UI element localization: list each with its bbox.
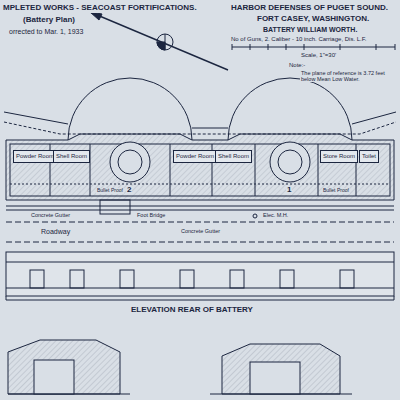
room-box: Store Room <box>320 150 358 163</box>
room-name: Powder Room <box>16 153 54 160</box>
title-line: BATTERY WILLIAM WORTH. <box>262 26 358 34</box>
part-label: Foot Bridge <box>136 212 166 218</box>
room-name: Shell Room <box>56 153 87 160</box>
title-line: (Battery Plan) <box>22 16 76 25</box>
date-note: orrected to Mar. 1, 1933 <box>8 28 84 36</box>
room-box: Powder Room <box>13 150 57 163</box>
part-label: Bullet Proof <box>322 188 350 194</box>
scale-label: Scale, 1"=30' <box>300 52 337 59</box>
part-label: Concrete Gutter <box>180 228 221 234</box>
part-label: Roadway <box>40 228 71 236</box>
room-name: Shell Room <box>218 153 249 160</box>
room-name: Powder Room <box>176 153 214 160</box>
title-line: HARBOR DEFENSES OF PUGET SOUND. <box>230 4 389 13</box>
part-label: Bullet Proof <box>96 188 124 194</box>
room-box: Toilet <box>359 150 379 163</box>
gun-number: 1 <box>286 186 292 195</box>
part-label: Concrete Gutter <box>30 212 71 218</box>
part-label: Elec. M.H. <box>262 212 289 218</box>
gun-data: No of Guns, 2. Caliber - 10 inch. Carria… <box>230 36 367 43</box>
room-box: Powder Room <box>173 150 217 163</box>
room-name: Store Room <box>323 153 355 160</box>
view-title: ELEVATION REAR OF BATTERY <box>130 306 254 315</box>
note-text: The plane of reference is 3.72 feet belo… <box>300 70 398 82</box>
room-box: Shell Room <box>53 150 90 163</box>
room-name: Toilet <box>362 153 376 160</box>
title-line: MPLETED WORKS - SEACOAST FORTIFICATIONS. <box>2 4 198 13</box>
gun-number: 2 <box>126 186 132 195</box>
note-label: Note:- <box>288 62 306 69</box>
title-line: FORT CASEY, WASHINGTON. <box>256 15 370 24</box>
room-box: Shell Room <box>215 150 252 163</box>
